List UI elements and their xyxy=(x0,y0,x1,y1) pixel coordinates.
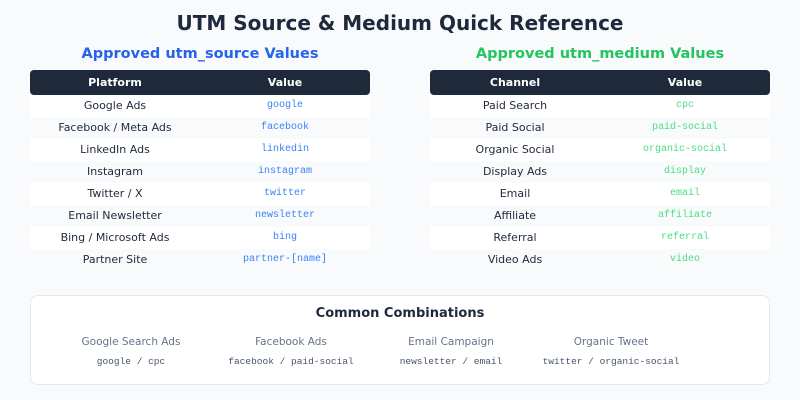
column-header-value: Value xyxy=(267,76,303,89)
table-row: Paid Search cpc xyxy=(430,95,770,117)
platform-cell: Bing / Microsoft Ads xyxy=(60,231,170,244)
table-row: Email Newsletter newsletter xyxy=(30,205,370,227)
page-title: UTM Source & Medium Quick Reference xyxy=(176,11,624,35)
table-row: Video Ads video xyxy=(430,249,770,271)
platform-cell: Email Newsletter xyxy=(68,209,162,222)
value-cell: partner-[name] xyxy=(242,254,327,265)
table-row: Bing / Microsoft Ads bing xyxy=(30,227,370,249)
platform-cell: Twitter / X xyxy=(87,187,143,200)
platform-cell: Google Ads xyxy=(83,99,147,112)
platform-cell: Facebook / Meta Ads xyxy=(58,121,172,134)
column-header-channel: Channel xyxy=(489,76,541,89)
combination-label: Facebook Ads xyxy=(255,336,327,348)
value-cell: paid-social xyxy=(651,122,718,133)
combination-item: Organic Tweet twitter / organic-social xyxy=(526,335,696,367)
channel-cell: Video Ads xyxy=(487,253,543,266)
combination-label: Email Campaign xyxy=(408,336,494,348)
value-cell: organic-social xyxy=(642,144,727,155)
value-cell: cpc xyxy=(675,100,694,111)
combination-item: Google Search Ads google / cpc xyxy=(46,335,216,367)
utm-medium-table-header: Channel Value xyxy=(430,70,770,95)
value-cell: video xyxy=(669,254,700,265)
channel-cell: Paid Search xyxy=(482,99,548,112)
table-row: Instagram instagram xyxy=(30,161,370,183)
table-row: Facebook / Meta Ads facebook xyxy=(30,117,370,139)
table-row: LinkedIn Ads linkedin xyxy=(30,139,370,161)
combination-value: newsletter / email xyxy=(399,356,503,367)
utm-medium-table-body: Paid Search cpc Paid Social paid-social Or… xyxy=(430,95,770,271)
combination-item: Email Campaign newsletter / email xyxy=(366,335,536,367)
combinations-title: Common Combinations xyxy=(315,306,485,321)
table-row: Twitter / X twitter xyxy=(30,183,370,205)
column-header-value: Value xyxy=(667,76,703,89)
utm-source-table-body: Google Ads google Facebook / Meta Ads face… xyxy=(30,95,370,271)
table-row: Organic Social organic-social xyxy=(430,139,770,161)
combination-label: Google Search Ads xyxy=(81,336,181,348)
channel-cell: Affiliate xyxy=(493,209,537,222)
channel-cell: Referral xyxy=(493,231,537,244)
channel-cell: Email xyxy=(499,187,531,200)
table-row: Google Ads google xyxy=(30,95,370,117)
value-cell: instagram xyxy=(257,166,312,177)
table-row: Affiliate affiliate xyxy=(430,205,770,227)
utm-source-title: Approved utm_source Values xyxy=(81,46,319,62)
table-row: Display Ads display xyxy=(430,161,770,183)
value-cell: facebook xyxy=(260,122,309,133)
value-cell: referral xyxy=(660,232,709,243)
value-cell: bing xyxy=(272,232,297,243)
platform-cell: Instagram xyxy=(87,165,143,178)
table-row: Email email xyxy=(430,183,770,205)
value-cell: affiliate xyxy=(657,210,712,221)
platform-cell: Partner Site xyxy=(82,253,148,266)
table-row: Paid Social paid-social xyxy=(430,117,770,139)
combination-value: twitter / organic-social xyxy=(542,356,680,367)
value-cell: display xyxy=(663,166,706,177)
channel-cell: Display Ads xyxy=(482,165,548,178)
utm-source-section: Approved utm_source Values Platform Valu… xyxy=(30,44,370,271)
utm-medium-title: Approved utm_medium Values xyxy=(475,46,725,62)
combination-label: Organic Tweet xyxy=(573,336,649,348)
column-header-platform: Platform xyxy=(88,76,142,89)
combination-item: Facebook Ads facebook / paid-social xyxy=(206,335,376,367)
platform-cell: LinkedIn Ads xyxy=(80,143,150,156)
value-cell: linkedin xyxy=(260,144,309,155)
channel-cell: Organic Social xyxy=(475,143,555,156)
utm-medium-section: Approved utm_medium Values Channel Value… xyxy=(430,44,770,271)
utm-source-table-header: Platform Value xyxy=(30,70,370,95)
combination-value: facebook / paid-social xyxy=(228,356,354,367)
table-row: Referral referral xyxy=(430,227,770,249)
value-cell: email xyxy=(669,188,700,199)
value-cell: google xyxy=(266,100,303,111)
value-cell: twitter xyxy=(263,188,306,199)
common-combinations-panel: Common Combinations Google Search Ads go… xyxy=(30,295,770,385)
value-cell: newsletter xyxy=(254,210,315,221)
combination-value: google / cpc xyxy=(96,356,166,367)
channel-cell: Paid Social xyxy=(485,121,545,134)
table-row: Partner Site partner-[name] xyxy=(30,249,370,271)
